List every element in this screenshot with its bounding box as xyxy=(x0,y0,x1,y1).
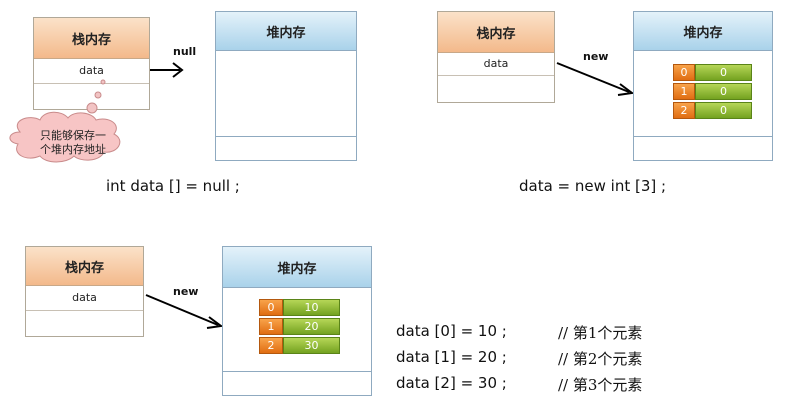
array-value-cell: 0 xyxy=(695,64,752,81)
stack-memory-title: 栈内存 xyxy=(26,247,143,286)
array-value-cell: 20 xyxy=(283,318,340,335)
null-arrow xyxy=(150,62,184,78)
heap-memory-box-1: 堆内存 xyxy=(215,11,357,161)
array-value-cell: 10 xyxy=(283,299,340,316)
new-arrow-3 xyxy=(145,294,224,329)
array-index-cell: 0 xyxy=(259,299,283,316)
array-index-cell: 1 xyxy=(259,318,283,335)
stack-memory-title: 栈内存 xyxy=(438,12,554,53)
stack-memory-box-1: 栈内存 data xyxy=(33,17,150,110)
array-value-cell: 0 xyxy=(695,102,752,119)
stack-variable-data: data xyxy=(34,58,149,84)
heap-memory-box-3: 堆内存 xyxy=(222,246,372,396)
assignment-comment-0: // 第1个元素 xyxy=(558,324,643,342)
new-label-3: new xyxy=(173,285,199,298)
heap-memory-title: 堆内存 xyxy=(216,12,356,51)
stack-memory-title: 栈内存 xyxy=(34,18,149,59)
heap-memory-title: 堆内存 xyxy=(634,12,772,51)
new-label-2: new xyxy=(583,50,609,63)
new-arrow-2 xyxy=(556,62,635,96)
assignment-code-2: data [2] = 30 ; xyxy=(396,374,507,392)
cloud-note: 只能够保存一 个堆内存地址 xyxy=(18,129,128,157)
code-line-new: data = new int [3] ; xyxy=(519,177,667,195)
stack-memory-box-2: 栈内存 data xyxy=(437,11,555,103)
array-index-cell: 1 xyxy=(673,83,695,100)
heap-footer xyxy=(634,136,772,163)
assignment-code-0: data [0] = 10 ; xyxy=(396,322,507,340)
stack-variable-data: data xyxy=(438,52,554,76)
assignment-code-1: data [1] = 20 ; xyxy=(396,348,507,366)
array-value-cell: 30 xyxy=(283,337,340,354)
code-line-null: int data [] = null ; xyxy=(106,177,240,195)
stack-memory-box-3: 栈内存 data xyxy=(25,246,144,337)
array-value-cell: 0 xyxy=(695,83,752,100)
array-index-cell: 0 xyxy=(673,64,695,81)
assignment-comment-2: // 第3个元素 xyxy=(558,376,643,394)
thought-cloud-icon xyxy=(9,79,121,163)
cloud-note-line-2: 个堆内存地址 xyxy=(40,143,106,156)
cloud-note-line-1: 只能够保存一 xyxy=(40,129,106,142)
heap-memory-title: 堆内存 xyxy=(223,247,371,288)
heap-footer xyxy=(223,371,371,398)
assignment-comment-1: // 第2个元素 xyxy=(558,350,643,368)
array-index-cell: 2 xyxy=(259,337,283,354)
heap-footer xyxy=(216,136,356,163)
array-index-cell: 2 xyxy=(673,102,695,119)
null-label: null xyxy=(173,45,197,58)
stack-variable-data: data xyxy=(26,285,143,311)
